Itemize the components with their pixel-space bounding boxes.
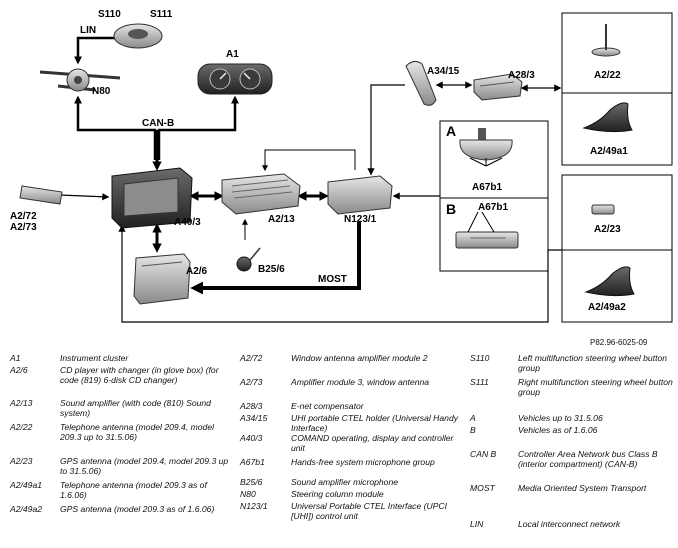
label-most: MOST	[318, 274, 347, 285]
gps-antenna-icon	[591, 204, 615, 215]
legend-code: MOST	[470, 483, 495, 493]
label-a1: A1	[226, 49, 239, 60]
box-a2-49a2	[561, 249, 673, 323]
label-a28-3: A28/3	[508, 70, 535, 81]
steering-wheel-buttons-icon	[113, 23, 163, 49]
legend-code: A28/3	[240, 401, 263, 411]
legend-code: CAN B	[470, 449, 497, 459]
legend-description: Local interconnect network	[518, 519, 621, 529]
steering-column-module-icon	[39, 68, 121, 92]
label-a34-15: A34/15	[427, 66, 460, 77]
legend-description: Amplifier module 3, window antenna	[291, 377, 430, 387]
wiring-lines	[59, 36, 562, 323]
legend-description: Controller Area Network bus Class B (int…	[518, 449, 658, 469]
legend-description: E-net compensator	[291, 401, 364, 411]
upci-control-unit-icon	[327, 175, 393, 215]
legend-code: N80	[240, 489, 256, 499]
legend-code: A1	[10, 353, 21, 363]
legend-description: Sound amplifier microphone	[291, 477, 399, 487]
label-panel-a: A	[446, 123, 456, 139]
legend-description: Window antenna amplifier module 2	[291, 353, 428, 363]
legend-code: S111	[470, 377, 489, 387]
legend-code: A2/49a1	[10, 480, 43, 490]
ctel-holder-icon	[405, 60, 437, 106]
sound-amplifier-icon	[221, 173, 301, 215]
wiring-diagram: S110 S111 LIN N80 A1 CAN-B A34/15 A28/3 …	[10, 9, 673, 323]
legend-description: Right multifunction steering wheel butto…	[518, 377, 673, 397]
legend-code: B25/6	[240, 477, 263, 487]
legend-description: Sound amplifier (with code (810) Sound s…	[60, 398, 211, 418]
label-a40-3: A40/3	[174, 217, 201, 228]
legend-description: Hands-free system microphone group	[291, 457, 435, 467]
legend-description: Telephone antenna (model 209.4, model 20…	[60, 422, 215, 442]
legend-description: Vehicles up to 31.5.06	[518, 413, 603, 423]
legend-description: Instrument cluster	[60, 353, 129, 363]
legend-description: Steering column module	[291, 489, 384, 499]
legend-code: A67b1	[240, 457, 265, 467]
legend-code: A2/13	[10, 398, 33, 408]
shark-fin-antenna-icon	[582, 102, 633, 133]
shark-fin-antenna-2-icon	[584, 266, 635, 297]
enet-compensator-icon	[473, 73, 523, 101]
comand-unit-icon	[111, 167, 193, 229]
instrument-cluster-icon	[197, 63, 273, 95]
label-a2-23: A2/23	[594, 224, 621, 235]
label-lin: LIN	[80, 25, 96, 36]
telephone-antenna-icon	[591, 24, 621, 57]
label-a67b1-b: A67b1	[478, 202, 508, 213]
legend-description: Left multifunction steering wheel button…	[518, 353, 668, 373]
box-panel-b	[439, 197, 549, 272]
legend-code: A2/49a2	[10, 504, 43, 514]
legend-code: A40/3	[240, 433, 263, 443]
legend-code: B	[470, 425, 476, 435]
legend-code: A2/73	[240, 377, 263, 387]
legend-description: GPS antenna (model 209.4, model 209.3 up…	[60, 456, 229, 476]
legend-description: GPS antenna (model 209.3 as of 1.6.06)	[60, 504, 215, 514]
legend-code: S110	[470, 353, 490, 363]
legend-code: LIN	[470, 519, 484, 529]
legend-code: A	[470, 413, 476, 423]
label-a2-73: A2/73	[10, 222, 37, 233]
legend-description: COMAND operating, display and controller…	[291, 433, 454, 453]
legend-description: Media Oriented System Transport	[518, 483, 647, 493]
legend-code: A34/15	[240, 413, 268, 423]
label-s111: S111	[150, 9, 173, 20]
legend-code: A2/22	[10, 422, 33, 432]
label-a2-13: A2/13	[268, 214, 295, 225]
label-a2-6: A2/6	[186, 266, 208, 277]
legend-code: A2/6	[10, 365, 28, 375]
box-a2-23	[561, 174, 673, 251]
label-a2-22: A2/22	[594, 70, 621, 81]
window-antenna-amplifier-icon	[19, 185, 63, 205]
amplifier-microphone-icon	[236, 247, 261, 272]
label-b25-6: B25/6	[258, 264, 285, 275]
figure-id: P82.96-6025-09	[590, 338, 648, 347]
legend-description: Universal Portable CTEL Interface (UPCI …	[291, 501, 448, 521]
legend-description: Telephone antenna (model 209.3 as of 1.6…	[60, 480, 207, 500]
box-a2-49a1	[561, 92, 673, 166]
label-a67b1-a: A67b1	[472, 182, 502, 193]
label-a2-49a1: A2/49a1	[590, 146, 628, 157]
mirror-microphone-a-icon	[459, 128, 513, 167]
legend-code: A2/23	[10, 456, 33, 466]
label-a2-72: A2/72	[10, 211, 37, 222]
label-s110: S110	[98, 9, 121, 20]
legend-description: Vehicles as of 1.6.06	[518, 425, 598, 435]
mirror-microphone-b-icon	[455, 211, 519, 249]
label-n123-1: N123/1	[344, 214, 377, 225]
label-n80: N80	[92, 86, 111, 97]
label-panel-b: B	[446, 201, 456, 217]
legend-code: A2/72	[240, 353, 263, 363]
legend-description: UHI portable CTEL holder (Universal Hand…	[291, 413, 459, 433]
label-a2-49a2: A2/49a2	[588, 302, 626, 313]
cd-changer-icon	[133, 253, 191, 305]
legend-code: N123/1	[240, 501, 268, 511]
legend-description: CD player with changer (in glove box) (f…	[60, 365, 219, 385]
label-can-b: CAN-B	[142, 118, 174, 129]
